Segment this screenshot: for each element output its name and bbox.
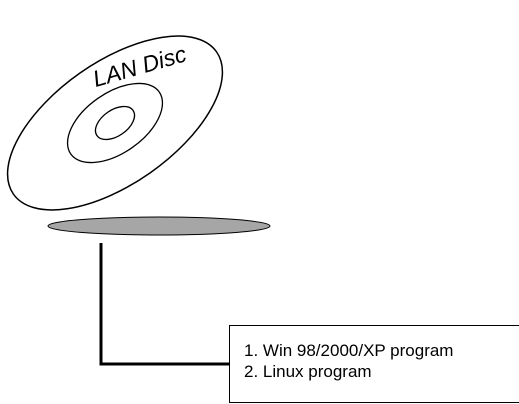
- connector-line: [99, 243, 229, 366]
- program-item-windows: 1. Win 98/2000/XP program: [244, 341, 454, 360]
- disc-shadow: [47, 216, 271, 236]
- disc-icon: [6, 35, 224, 211]
- disc-hub-ring: [94, 105, 136, 141]
- program-item-linux: 2. Linux program: [244, 362, 372, 381]
- program-list: 1. Win 98/2000/XP program 2. Linux progr…: [230, 326, 519, 382]
- program-list-box: 1. Win 98/2000/XP program 2. Linux progr…: [229, 325, 519, 403]
